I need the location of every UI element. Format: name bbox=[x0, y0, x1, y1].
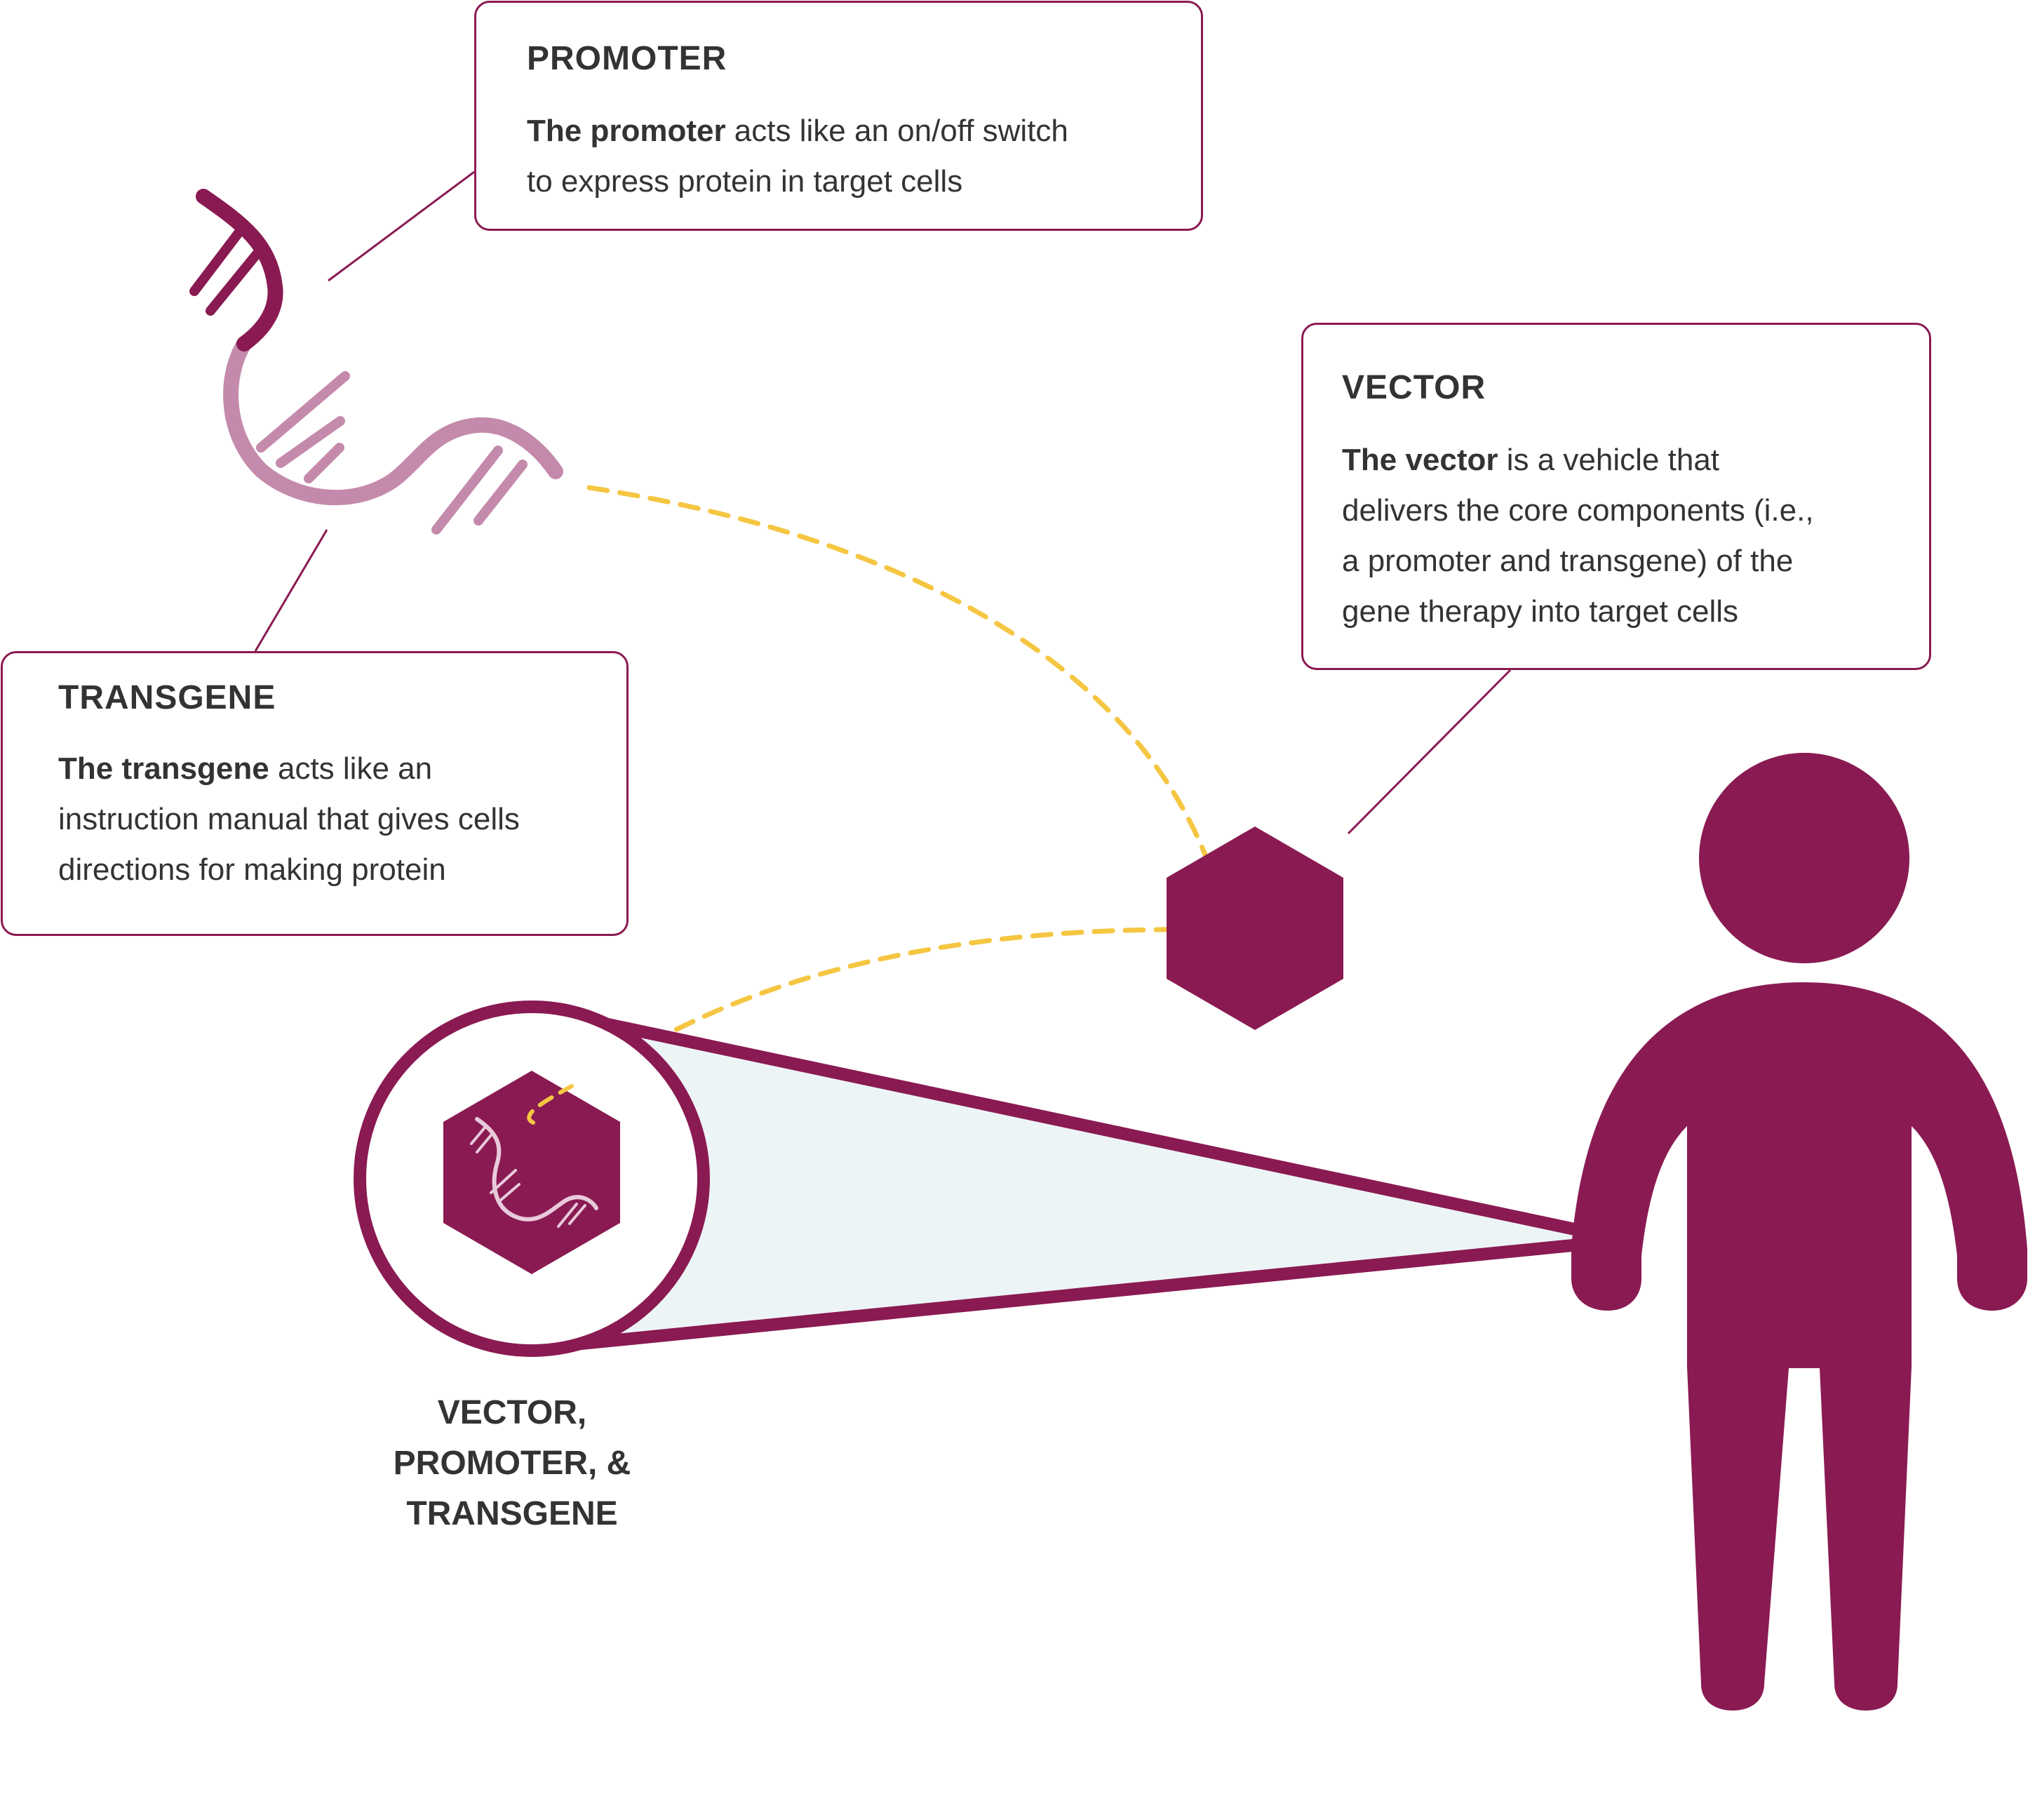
transgene-line2: instruction manual that gives cells bbox=[58, 802, 520, 836]
promoter-description: The promoter acts like an on/off switch … bbox=[527, 106, 1201, 207]
transgene-callout: TRANSGENE The transgene acts like an ins… bbox=[1, 651, 629, 936]
promoter-line1-rest: acts like an on/off switch bbox=[725, 114, 1068, 148]
dna-strand-icon bbox=[189, 189, 563, 535]
zoom-dashed-segment bbox=[527, 1084, 574, 1125]
vector-line2: delivers the core components (i.e., bbox=[1342, 493, 1814, 528]
combined-label-line2: PROMOTER, & bbox=[393, 1445, 631, 1482]
promoter-leader-line bbox=[328, 170, 475, 282]
promoter-title: PROMOTER bbox=[527, 40, 727, 77]
combined-components-label: VECTOR, PROMOTER, & TRANSGENE bbox=[337, 1388, 687, 1539]
transgene-bold-term: The transgene bbox=[58, 751, 269, 786]
vector-bold-term: The vector bbox=[1342, 443, 1498, 477]
zoom-dna-strand-icon bbox=[470, 1117, 598, 1228]
promoter-line2: to express protein in target cells bbox=[527, 164, 963, 199]
vector-leader-line bbox=[1347, 669, 1512, 835]
vector-line3: a promoter and transgene) of the bbox=[1342, 544, 1794, 578]
dna-to-vector-path bbox=[586, 485, 1216, 880]
person-figure-icon bbox=[1571, 753, 2027, 1711]
transgene-line1-rest: acts like an bbox=[269, 751, 433, 786]
transgene-description: The transgene acts like an instruction m… bbox=[58, 744, 626, 895]
promoter-callout: PROMOTER The promoter acts like an on/of… bbox=[474, 1, 1203, 231]
vector-line4: gene therapy into target cells bbox=[1342, 594, 1739, 629]
transgene-title: TRANSGENE bbox=[58, 679, 276, 716]
transgene-leader-line bbox=[254, 529, 328, 652]
vector-hexagon-icon bbox=[1167, 827, 1343, 1030]
vector-description: The vector is a vehicle that delivers th… bbox=[1342, 435, 1929, 637]
vector-callout: VECTOR The vector is a vehicle that deli… bbox=[1301, 323, 1931, 670]
vector-line1-rest: is a vehicle that bbox=[1498, 443, 1720, 477]
transgene-line3: directions for making protein bbox=[58, 852, 446, 887]
vector-title: VECTOR bbox=[1342, 369, 1486, 406]
promoter-bold-term: The promoter bbox=[527, 114, 726, 148]
combined-label-line3: TRANSGENE bbox=[406, 1495, 618, 1532]
combined-label-line1: VECTOR, bbox=[437, 1394, 587, 1431]
zoom-vector-hexagon-icon bbox=[443, 1071, 620, 1274]
